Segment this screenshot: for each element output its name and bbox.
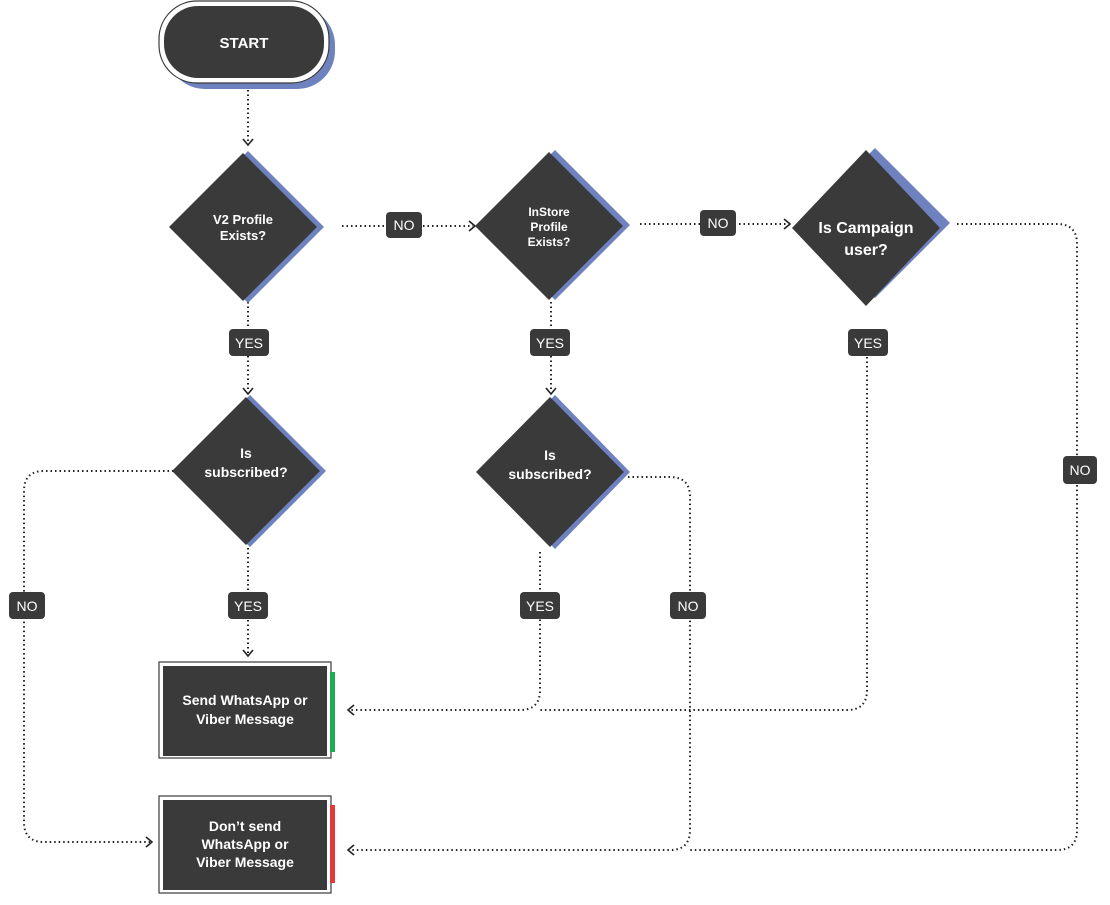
edge-label-v2-yes: YES (229, 329, 269, 356)
send-shape (163, 666, 327, 756)
arrowhead-instore-to-sub2 (545, 387, 557, 396)
decision-instore-profile[interactable]: InStore Profile Exists? (475, 150, 630, 300)
edge-label-campaign-yes-text: YES (854, 335, 882, 351)
arrowhead-start-to-v2 (242, 138, 254, 147)
decision-campaign-shape (792, 150, 940, 306)
decision-sub2-shape (476, 397, 624, 547)
connector-sub2-to-dontsend (350, 476, 691, 851)
edge-label-v2-yes-text: YES (235, 335, 263, 351)
edge-label-sub2-no: NO (670, 592, 706, 619)
send-label-line1: Send WhatsApp or (182, 692, 308, 708)
decision-v2-label-line2: Exists? (220, 228, 266, 243)
start-node[interactable]: START (158, 0, 335, 89)
decision-instore-shape (475, 152, 623, 300)
send-status-bar (330, 672, 335, 752)
arrowhead-instore-to-campaign (783, 218, 792, 230)
decision-subscribed-1[interactable]: Is subscribed? (172, 395, 326, 547)
connector-campaign-to-send (540, 330, 868, 711)
decision-v2-profile[interactable]: V2 Profile Exists? (169, 151, 324, 303)
connector-sub2-to-send (350, 552, 541, 711)
edge-label-sub1-no: NO (9, 592, 45, 619)
send-label-line2: Viber Message (196, 711, 294, 727)
dontsend-status-bar (330, 805, 335, 883)
edge-label-instore-no-text: NO (708, 215, 729, 231)
decision-sub1-label-line1: Is (240, 445, 252, 461)
start-shape (164, 6, 324, 78)
decision-campaign-label-line1: Is Campaign (818, 220, 913, 237)
edge-label-sub1-yes-text: YES (234, 598, 262, 614)
edge-label-instore-yes-text: YES (536, 335, 564, 351)
start-label: START (220, 35, 269, 52)
decision-sub2-label-line1: Is (544, 447, 556, 463)
decision-sub1-label-line2: subscribed? (204, 464, 287, 480)
arrowhead-sub1-to-dontsend (145, 836, 154, 848)
outcome-dont-send[interactable]: Don’t send WhatsApp or Viber Message (158, 795, 335, 894)
decision-subscribed-2[interactable]: Is subscribed? (476, 395, 630, 549)
arrowhead-v2-to-instore (468, 220, 477, 232)
arrowhead-sub2-to-dontsend (346, 844, 355, 856)
decision-campaign-label-line2: user? (844, 242, 888, 259)
dontsend-label-line2: WhatsApp or (201, 836, 289, 852)
edge-label-campaign-no: NO (1063, 456, 1097, 484)
decision-sub1-shape (172, 397, 320, 545)
decision-sub2-label-line2: subscribed? (508, 466, 591, 482)
connector-campaign-to-dontsend (690, 223, 1078, 851)
edge-label-sub2-yes-text: YES (526, 598, 554, 614)
decision-v2-label-line1: V2 Profile (213, 212, 273, 227)
edge-label-sub2-yes: YES (520, 592, 560, 619)
arrowhead-sub2-to-send (346, 704, 355, 716)
edge-label-v2-no: NO (386, 212, 422, 238)
dontsend-label-line1: Don’t send (209, 818, 281, 834)
decision-instore-label-line2: Profile (530, 220, 568, 234)
decision-v2-shape (169, 153, 317, 301)
edge-label-sub2-no-text: NO (678, 598, 699, 614)
decision-campaign-user[interactable]: Is Campaign user? (792, 148, 950, 306)
edge-label-campaign-yes: YES (848, 329, 888, 356)
dontsend-shape (163, 800, 327, 890)
edge-label-campaign-no-text: NO (1070, 462, 1091, 478)
edge-label-instore-yes: YES (530, 329, 570, 356)
edge-label-v2-no-text: NO (394, 217, 415, 233)
decision-instore-label-line3: Exists? (528, 235, 571, 249)
dontsend-label-line3: Viber Message (196, 854, 294, 870)
edge-label-sub1-yes: YES (228, 592, 268, 619)
arrowhead-v2-to-sub1 (242, 387, 254, 396)
arrowhead-sub1-to-send (242, 649, 254, 658)
decision-instore-label-line1: InStore (528, 205, 570, 219)
edge-label-sub1-no-text: NO (17, 598, 38, 614)
outcome-send-message[interactable]: Send WhatsApp or Viber Message (158, 661, 335, 759)
connector-sub1-to-dontsend (23, 470, 178, 843)
edge-label-instore-no: NO (700, 210, 736, 236)
